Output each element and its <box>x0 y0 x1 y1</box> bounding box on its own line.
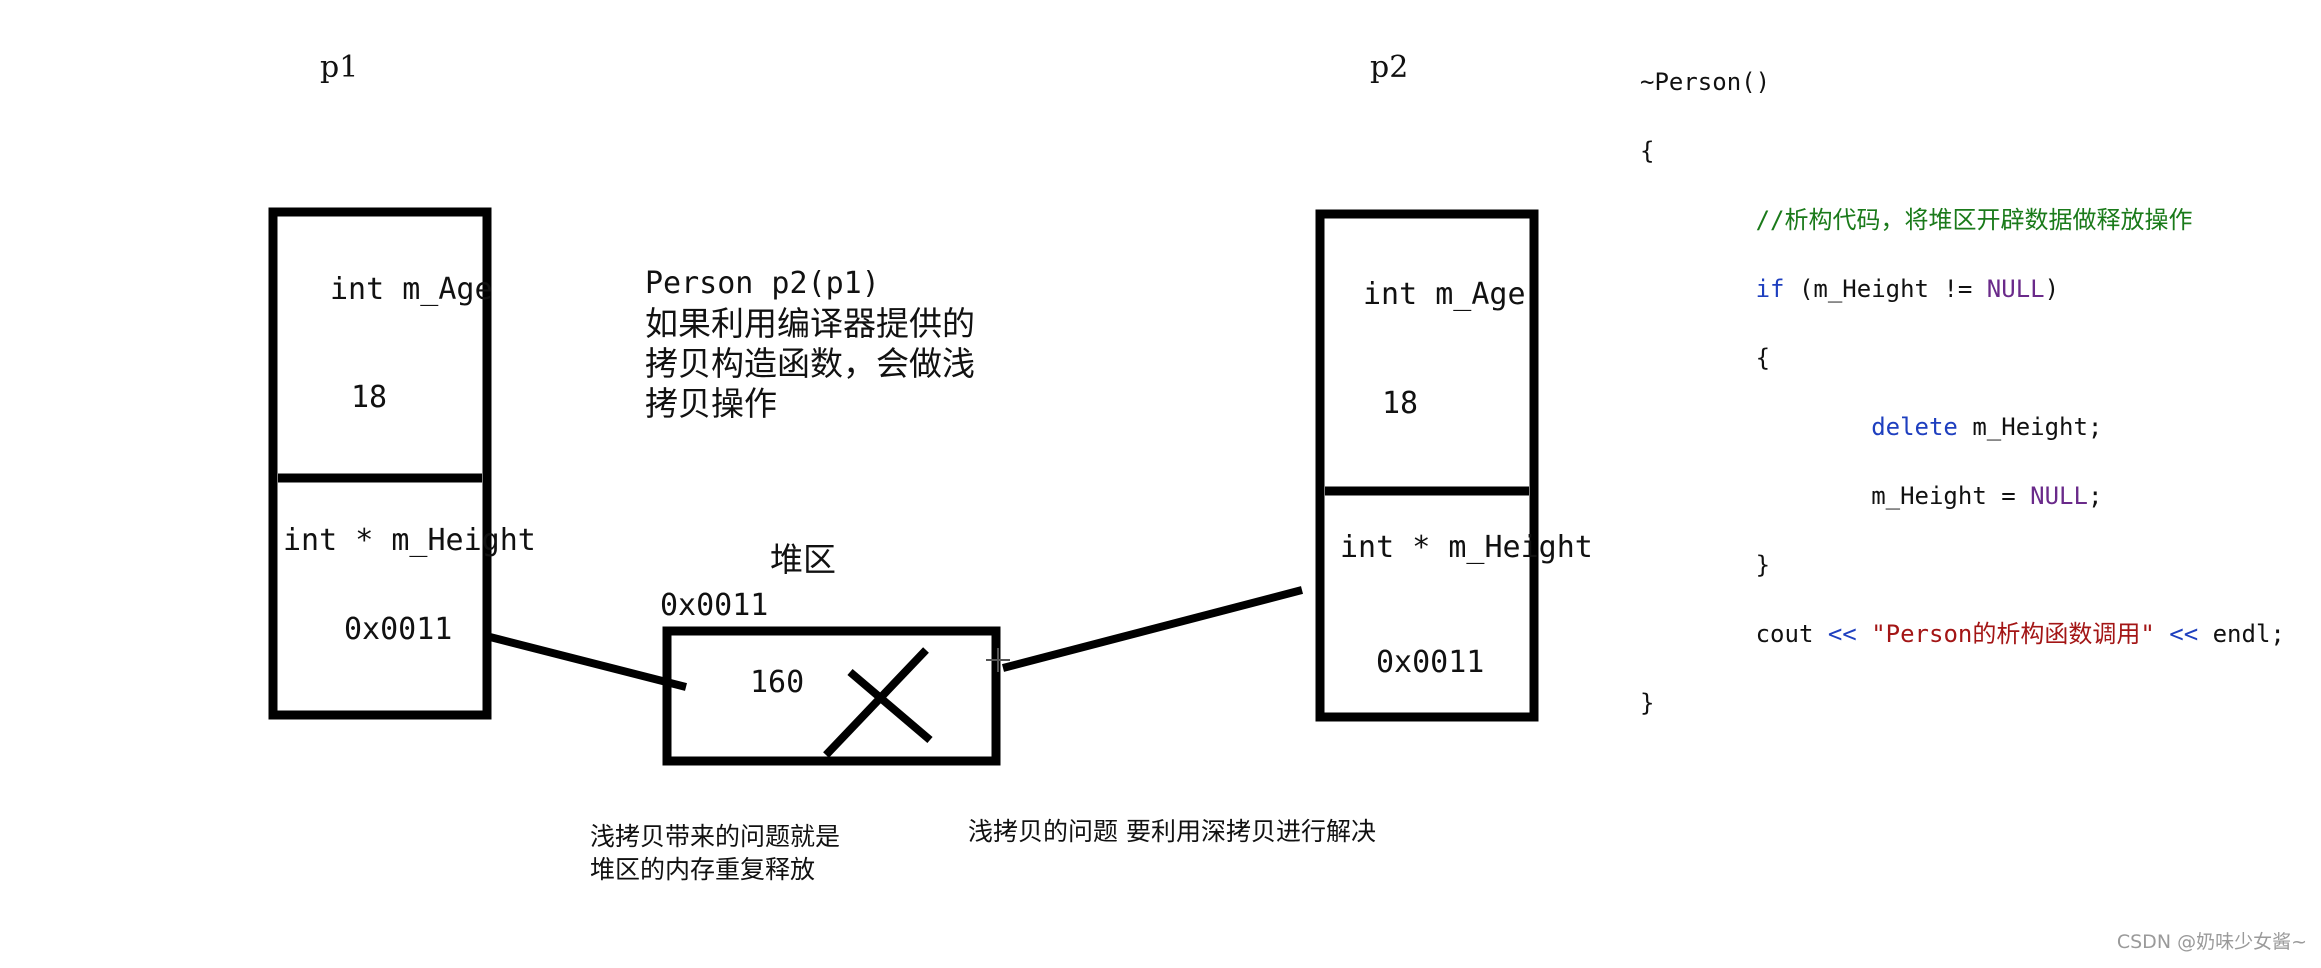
heap-address: 0x0011 <box>660 588 769 623</box>
code-line-7: m_Height = NULL; <box>1871 481 2103 510</box>
p1-age-field: int m_Age <box>330 272 493 307</box>
code-line-4: if (m_Height != NULL) <box>1755 274 2060 303</box>
code-line-8: } <box>1755 550 1771 579</box>
code-line-5: { <box>1755 343 1771 372</box>
p2-pointer-line <box>1001 586 1304 672</box>
p1-object-box <box>268 207 492 720</box>
p2-age-value: 18 <box>1382 386 1419 421</box>
code-line-2: { <box>1640 136 1655 165</box>
p2-age-field: int m_Age <box>1363 277 1526 312</box>
p1-height-value: 0x0011 <box>344 612 453 647</box>
copy-constructor-call: Person p2(p1) <box>645 266 880 301</box>
explanation-line-3: 拷贝构造函数，会做浅 <box>645 344 975 383</box>
p2-height-value: 0x0011 <box>1376 645 1485 680</box>
cursor-crosshair-icon <box>986 648 1010 672</box>
heap-cross-stroke-2 <box>847 668 933 744</box>
code-line-3: //析构代码，将堆区开辟数据做释放操作 <box>1640 203 2285 238</box>
p2-object-box <box>1315 209 1539 722</box>
p1-age-value: 18 <box>351 380 388 415</box>
p1-pointer-line <box>489 633 687 691</box>
explanation-line-4: 拷贝操作 <box>645 384 777 423</box>
heap-label: 堆区 <box>770 540 836 579</box>
destructor-code-block: ~Person() { //析构代码，将堆区开辟数据做释放操作 if (m_He… <box>1640 30 2285 755</box>
code-line-1: ~Person() <box>1640 67 1771 96</box>
code-line-6: delete m_Height; <box>1871 412 2103 441</box>
p2-label: p2 <box>1370 50 1409 85</box>
solution-note: 浅拷贝的问题 要利用深拷贝进行解决 <box>968 817 1376 846</box>
code-line-9: cout << "Person的析构函数调用" << endl; <box>1755 619 2285 648</box>
p1-label: p1 <box>320 50 359 85</box>
p2-height-field: int * m_Height <box>1340 530 1593 565</box>
code-comment: //析构代码，将堆区开辟数据做释放操作 <box>1755 205 2193 234</box>
code-line-10: } <box>1640 688 1655 717</box>
heap-cross-stroke-1 <box>823 647 929 758</box>
explanation-line-2: 如果利用编译器提供的 <box>645 304 975 343</box>
problem-note-line-1: 浅拷贝带来的问题就是 <box>590 822 841 851</box>
csdn-watermark: CSDN @奶味少女酱~ <box>2116 931 2307 953</box>
heap-value: 160 <box>750 665 805 700</box>
p1-height-field: int * m_Height <box>283 523 536 558</box>
heap-memory-box <box>662 626 1001 766</box>
problem-note-line-2: 堆区的内存重复释放 <box>590 855 816 884</box>
